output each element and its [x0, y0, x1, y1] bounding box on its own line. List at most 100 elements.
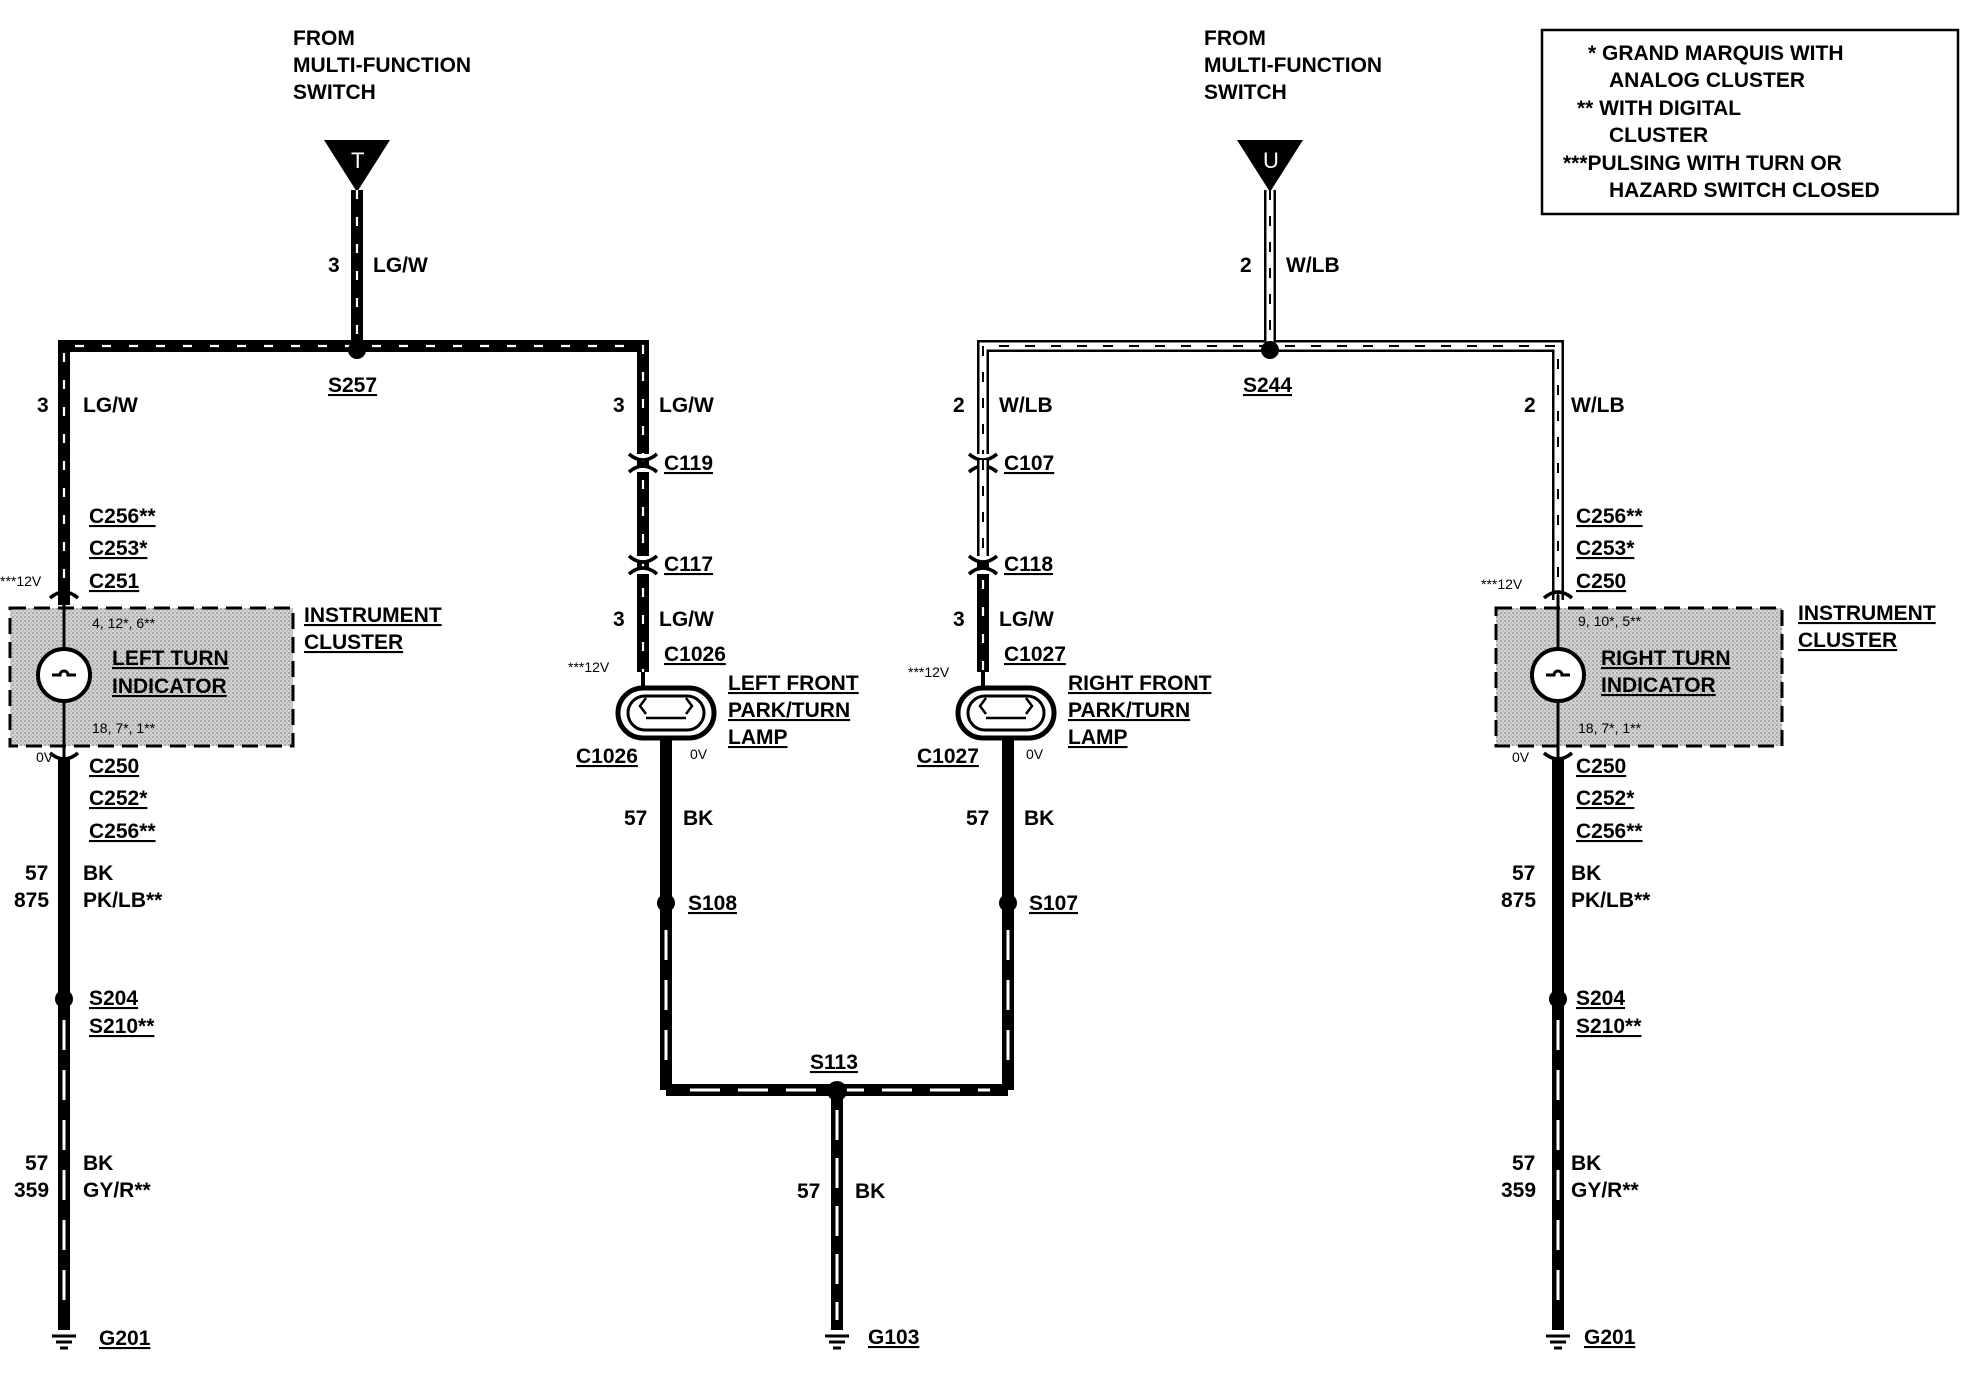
right-lamp-color2: LG/W: [999, 608, 1054, 631]
right-lamp-voltage-bottom: 0V: [1026, 746, 1044, 762]
legend-line-6: HAZARD SWITCH CLOSED: [1609, 179, 1880, 202]
left-cl-pins-top: 4, 12*, 6**: [92, 615, 156, 631]
right-cl-c57: 57: [1512, 862, 1535, 885]
right-lamp-voltage-top: ***12V: [908, 664, 950, 680]
splice-s244-dot: [1261, 341, 1279, 359]
left-cl-gyr: GY/R**: [83, 1179, 152, 1202]
left-lamp-circuit: 3: [613, 394, 625, 417]
right-lamp-color: W/LB: [999, 394, 1053, 417]
right-cl-color: W/LB: [1571, 394, 1625, 417]
right-from-line2: MULTI-FUNCTION: [1204, 54, 1382, 77]
left-source: FROM MULTI-FUNCTION SWITCH T 3 LG/W S257: [293, 27, 471, 397]
right-instrument-cluster: 2 W/LB C256** C253* C250 ***12V 9, 10*, …: [1481, 394, 1936, 1350]
center-c57: 57: [797, 1180, 820, 1203]
right-cl-voltage-top: ***12V: [1481, 576, 1523, 592]
left-cl-c875: 875: [14, 889, 49, 912]
splice-s257: S257: [328, 374, 377, 397]
conn-c107: C107: [1004, 452, 1054, 475]
wlb-harness: [977, 190, 1564, 600]
legend-line-2: ANALOG CLUSTER: [1609, 69, 1805, 92]
terminal-u-label: U: [1263, 148, 1279, 173]
left-cl-pins-bottom: 18, 7*, 1**: [92, 720, 156, 736]
left-cl-circuit: 3: [37, 394, 49, 417]
splice-s113: S113: [810, 1051, 858, 1074]
left-cl-c57b: 57: [25, 1152, 48, 1175]
ground-icon: [1546, 1334, 1570, 1350]
conn-c1027-bottom: C1027: [917, 745, 979, 768]
legend-line-1: * GRAND MARQUIS WITH: [1588, 42, 1844, 65]
splice-s107-dot: [999, 894, 1017, 912]
left-lamp-label-3: LAMP: [728, 726, 788, 749]
ground-icon: [52, 1334, 76, 1350]
left-cl-bk2: BK: [83, 1152, 113, 1175]
conn-c256b-left: C256**: [89, 820, 156, 843]
left-cl-c57: 57: [25, 862, 48, 885]
right-cl-circuit: 2: [1524, 394, 1536, 417]
left-src-color: LG/W: [373, 254, 428, 277]
left-cl-bk: BK: [83, 862, 113, 885]
conn-c118: C118: [1004, 553, 1053, 576]
right-cl-c875: 875: [1501, 889, 1536, 912]
bulb-icon: [36, 647, 92, 703]
right-from-line3: SWITCH: [1204, 81, 1287, 104]
splice-s210-right: S210**: [1576, 1015, 1642, 1038]
connector-symbol: [48, 751, 80, 761]
left-cl-voltage-top: ***12V: [0, 573, 42, 589]
right-lamp-bk: BK: [1024, 807, 1054, 830]
conn-c256-left: C256**: [89, 505, 156, 528]
left-lamp-c57: 57: [624, 807, 647, 830]
connector-symbol: [1542, 751, 1574, 761]
conn-c253-left: C253*: [89, 537, 148, 560]
right-src-circuit: 2: [1240, 254, 1252, 277]
ground-g103: G103: [868, 1326, 919, 1349]
left-turn-indicator-line2: INDICATOR: [112, 675, 227, 698]
left-src-circuit: 3: [328, 254, 340, 277]
conn-c256b-right: C256**: [1576, 820, 1643, 843]
right-from-line1: FROM: [1204, 27, 1266, 50]
conn-c251: C251: [89, 570, 140, 593]
right-lamp-c57: 57: [966, 807, 989, 830]
splice-s107: S107: [1029, 892, 1078, 915]
splice-s204-left: S204: [89, 987, 138, 1010]
left-lamp-label-1: LEFT FRONT: [728, 672, 859, 695]
center-ground: S113 57 BK G103: [666, 1051, 1008, 1350]
right-cl-gyr: GY/R**: [1571, 1179, 1640, 1202]
legend-line-4: CLUSTER: [1609, 124, 1708, 147]
left-lamp-color2: LG/W: [659, 608, 714, 631]
left-turn-indicator-line1: LEFT TURN: [112, 647, 229, 670]
right-cl-bk: BK: [1571, 862, 1601, 885]
right-cl-bk2: BK: [1571, 1152, 1601, 1175]
splice-s204-left-dot: [55, 990, 73, 1008]
ground-icon: [825, 1334, 849, 1350]
terminal-t-label: T: [351, 148, 364, 173]
left-lamp-circuit2: 3: [613, 608, 625, 631]
right-lamp-label-1: RIGHT FRONT: [1068, 672, 1212, 695]
splice-s210-left: S210**: [89, 1015, 155, 1038]
legend-line-3: ** WITH DIGITAL: [1577, 97, 1741, 120]
right-lamp-circuit: 2: [953, 394, 965, 417]
connector-symbol: [48, 590, 80, 600]
right-turn-indicator-line1: RIGHT TURN: [1601, 647, 1731, 670]
left-cluster-label-1: INSTRUMENT: [304, 604, 442, 627]
right-source: FROM MULTI-FUNCTION SWITCH U 2 W/LB S244: [1204, 27, 1382, 397]
right-lamp-circuit2: 3: [953, 608, 965, 631]
left-from-line3: SWITCH: [293, 81, 376, 104]
conn-c250-right: C250: [1576, 755, 1626, 778]
ground-g201-left: G201: [99, 1327, 151, 1350]
legend-box: * GRAND MARQUIS WITH ANALOG CLUSTER ** W…: [1540, 28, 1960, 216]
left-instrument-cluster: 3 LG/W C256** C253* C251 ***12V 4, 12*, …: [0, 394, 442, 1350]
right-cl-c57b: 57: [1512, 1152, 1535, 1175]
splice-s204-right-dot: [1549, 990, 1567, 1008]
right-src-color: W/LB: [1286, 254, 1340, 277]
splice-s108: S108: [688, 892, 737, 915]
right-cl-c359: 359: [1501, 1179, 1536, 1202]
conn-c119: C119: [664, 452, 713, 475]
splice-s244: S244: [1243, 374, 1292, 397]
conn-c1026-top: C1026: [664, 643, 726, 666]
splice-s204-right: S204: [1576, 987, 1625, 1010]
right-cluster-label-2: CLUSTER: [1798, 629, 1897, 652]
ground-g201-right: G201: [1584, 1326, 1636, 1349]
conn-c1026-bottom: C1026: [576, 745, 638, 768]
